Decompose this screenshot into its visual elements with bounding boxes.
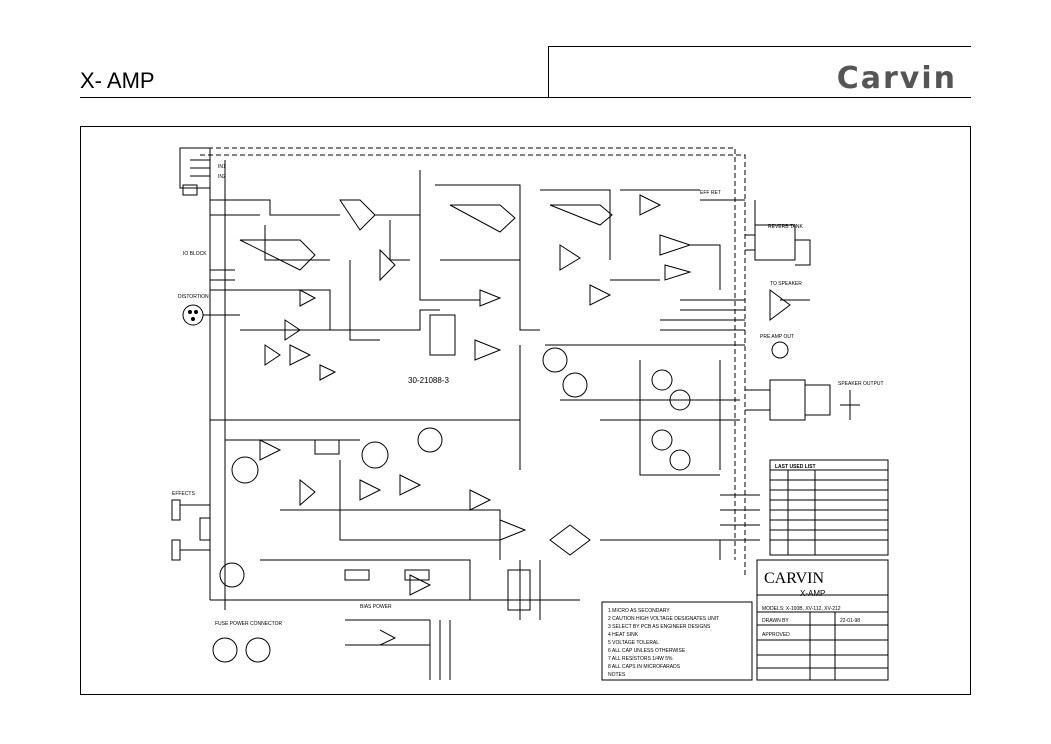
header-rule — [80, 97, 549, 98]
opamp-8 — [474, 339, 502, 361]
svg-text:5 VOLTAGE TOLERAL: 5 VOLTAGE TOLERAL — [608, 640, 659, 646]
tube-v3 — [651, 369, 673, 391]
svg-text:8 ALL CAPS IN MICROFARADS: 8 ALL CAPS IN MICROFARADS — [608, 664, 681, 670]
svg-text:IN2: IN2 — [218, 174, 226, 180]
reverb-tank — [754, 224, 796, 261]
tube-v5 — [231, 456, 259, 484]
opamp-3 — [379, 248, 396, 282]
title-block-brand: CARVIN — [764, 570, 825, 587]
svg-text:DISTORTION: DISTORTION — [178, 294, 209, 300]
svg-text:APPROVED: APPROVED — [762, 632, 790, 638]
opamp-2 — [339, 199, 376, 231]
last-used-list-table — [769, 459, 889, 556]
svg-text:1 MICRO AS SECONDARY: 1 MICRO AS SECONDARY — [608, 608, 670, 614]
opamp-1 — [239, 239, 316, 271]
svg-text:SPEAKER OUTPUT: SPEAKER OUTPUT — [838, 381, 884, 387]
pwr-amp-out-jack — [771, 341, 789, 359]
svg-text:22-01-98: 22-01-98 — [840, 618, 860, 624]
svg-text:MODELS: X-100B, XV-112, XV-212: MODELS: X-100B, XV-112, XV-212 — [762, 606, 841, 612]
svg-text:BIAS POWER: BIAS POWER — [360, 604, 392, 610]
tube-v6 — [361, 441, 389, 469]
tube-v7 — [417, 427, 443, 453]
title-block — [756, 559, 889, 681]
svg-text:TO SPEAKER: TO SPEAKER — [770, 281, 802, 287]
power-transformer — [429, 620, 451, 680]
choke — [507, 569, 531, 611]
brand-logo: Carvin — [836, 61, 957, 96]
svg-text:4 HEAT SINK: 4 HEAT SINK — [608, 632, 639, 638]
svg-text:2 CAUTION HIGH VOLTAGE DESIGN: 2 CAUTION HIGH VOLTAGE DESIGNATES UNIT — [608, 616, 719, 622]
svg-text:LAST USED LIST: LAST USED LIST — [775, 464, 816, 470]
bridge-rectifier — [549, 524, 591, 556]
svg-text:FUSE POWER CONNECTOR: FUSE POWER CONNECTOR — [215, 621, 283, 627]
svg-text:3 SELECT BY PCB AS ENGINEER D: 3 SELECT BY PCB AS ENGINEER DESIGNS — [608, 624, 711, 630]
title-block-product: X-AMP — [800, 589, 825, 598]
xlr-connector — [182, 304, 204, 326]
svg-text:6 ALL CAP UNLESS OTHERWISE: 6 ALL CAP UNLESS OTHERWISE — [608, 648, 686, 654]
svg-text:7 ALL RESISTORS 1/4W 5%: 7 ALL RESISTORS 1/4W 5% — [608, 656, 673, 662]
svg-text:NOTES: NOTES — [608, 672, 626, 678]
svg-text:EFFECTS: EFFECTS — [172, 491, 195, 497]
page-title: X- AMP — [80, 68, 155, 93]
brand-box: Carvin — [548, 46, 971, 98]
schematic-frame — [80, 126, 971, 695]
part-number-label: 30-21088-3 — [408, 376, 449, 385]
opamp-7 — [639, 194, 662, 216]
dashed-boundary-top — [200, 147, 736, 560]
output-transformer — [769, 379, 806, 421]
svg-text:DRAWN BY: DRAWN BY — [762, 618, 789, 624]
svg-text:REVERB TANK: REVERB TANK — [768, 224, 803, 230]
svg-text:EFF RET: EFF RET — [700, 190, 721, 196]
tube-v1 — [542, 347, 568, 373]
svg-text:PRE AMP OUT: PRE AMP OUT — [760, 334, 794, 340]
opamp-5 — [449, 204, 516, 233]
tube-v2 — [562, 372, 588, 398]
dashed-boundary-inner — [200, 154, 746, 575]
tube-v8 — [219, 562, 245, 588]
svg-text:IN1: IN1 — [218, 164, 226, 170]
opamp-6 — [559, 244, 581, 271]
tube-v4 — [651, 429, 673, 451]
pilot-lamp-1 — [212, 637, 238, 663]
pilot-lamp-2 — [245, 637, 271, 663]
svg-text:IO BLOCK: IO BLOCK — [183, 251, 207, 257]
notes-box — [601, 601, 753, 681]
